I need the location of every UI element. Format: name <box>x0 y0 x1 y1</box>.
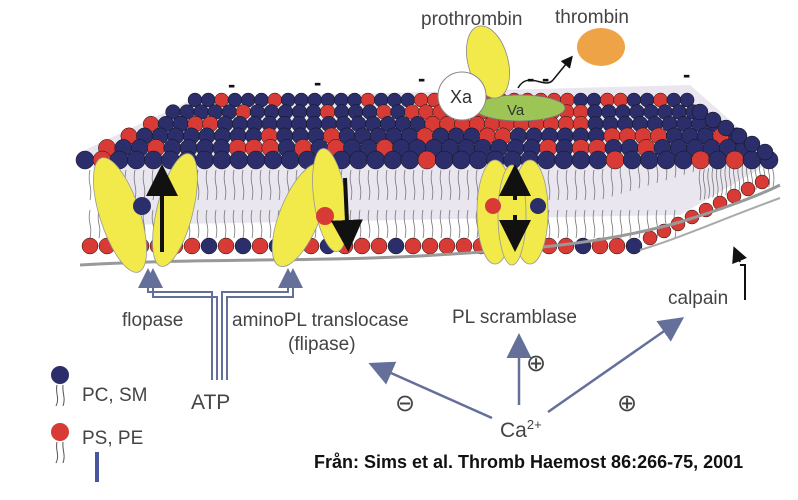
thrombin-shape <box>577 28 625 66</box>
charge-minus: - <box>527 66 534 91</box>
charge-minus: - <box>542 66 549 91</box>
flipase-label: (flipase) <box>288 334 356 355</box>
prothrombin-label: prothrombin <box>421 9 523 30</box>
calpain-label: calpain <box>668 288 729 309</box>
thrombin-label: thrombin <box>555 7 629 28</box>
prothrombinase-complex <box>437 25 625 122</box>
calcium-charge: 2+ <box>526 417 542 432</box>
surface-charges: - - - - - - <box>228 62 690 97</box>
atp-arrows <box>138 268 303 380</box>
calpain-mark <box>732 246 747 300</box>
flopase-label: flopase <box>122 310 184 331</box>
promote-symbol: ⊕ <box>617 390 638 417</box>
inhibit-symbol: ⊖ <box>395 390 416 417</box>
atp-label: ATP <box>191 391 231 414</box>
charge-minus: - <box>228 72 235 97</box>
cytoskeleton-line-2 <box>639 197 781 251</box>
calcium-arrows <box>368 317 685 420</box>
va-label: Va <box>507 102 525 119</box>
promote-symbol: ⊕ <box>526 350 547 377</box>
scramblase-protein <box>476 159 549 266</box>
translocase-protein <box>271 148 363 267</box>
xa-label: Xa <box>450 87 473 107</box>
calcium-symbol: Ca <box>500 419 527 442</box>
flopase-protein <box>93 153 198 273</box>
scramblase-label: PL scramblase <box>452 307 577 328</box>
calcium-label: Ca2+ <box>500 418 542 441</box>
legend-symbols <box>51 366 99 482</box>
legend-ps-pe-label: PS, PE <box>82 428 144 449</box>
legend-pc-sm-label: PC, SM <box>82 385 148 406</box>
citation: Från: Sims et al. Thromb Haemost 86:266-… <box>314 452 744 472</box>
charge-minus: - <box>683 62 690 87</box>
xa-factor <box>437 71 487 121</box>
translocase-label: aminoPL translocase <box>232 310 409 331</box>
charge-minus: - <box>314 70 321 95</box>
charge-minus: - <box>418 66 425 91</box>
